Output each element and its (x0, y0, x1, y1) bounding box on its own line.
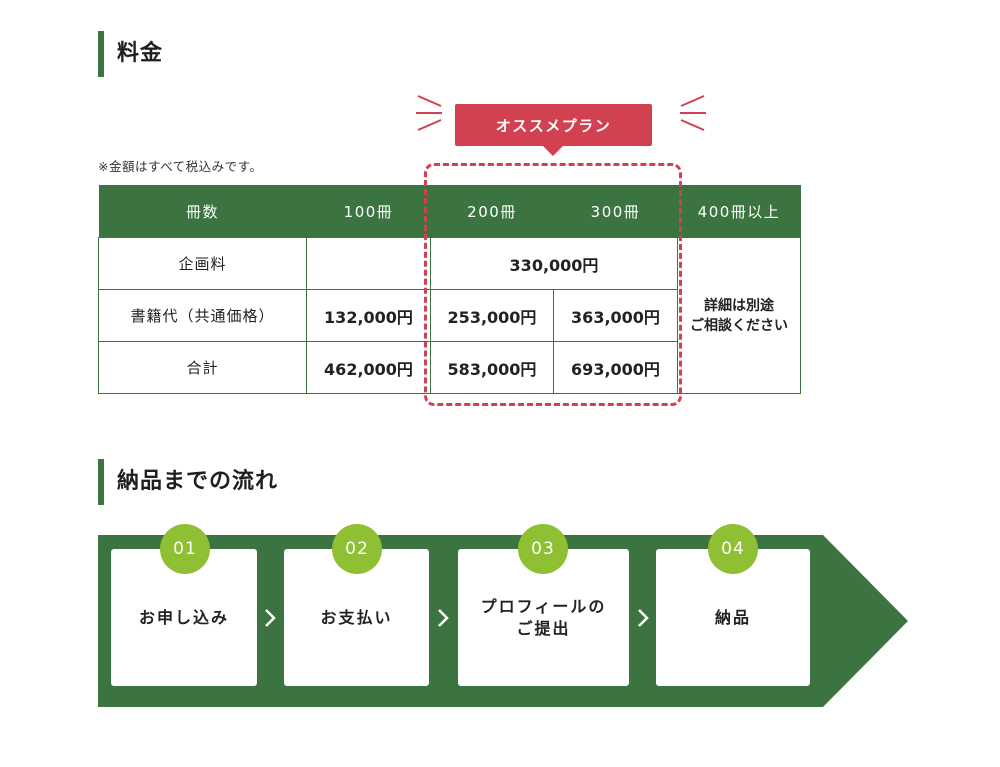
header-200: 200冊 (430, 185, 554, 238)
price-table-header-row: 冊数 100冊 200冊 300冊 400冊以上 (98, 185, 801, 238)
flow-step-2-number: 02 (332, 524, 382, 574)
chevron-right-icon (438, 609, 449, 627)
pricing-heading: 料金 (98, 31, 163, 77)
burst-lines-left-icon (416, 95, 442, 131)
planning-fee-100 (306, 237, 431, 290)
planning-fee-200-300: 330,000円 (430, 237, 678, 290)
flow-step-4-label: 納品 (714, 607, 751, 627)
flow-step-2-label: お支払い (320, 607, 393, 627)
row-label-total: 合計 (98, 341, 307, 394)
total-300: 693,000円 (553, 341, 678, 394)
tax-note: ※金額はすべて税込みです。 (98, 159, 263, 174)
table-row-book-cost: 書籍代（共通価格） 132,000円 253,000円 363,000円 (98, 289, 801, 342)
large-order-note-line1: 詳細は別途 (704, 297, 774, 314)
total-100: 462,000円 (306, 341, 431, 394)
flow-heading: 納品までの流れ (98, 459, 278, 505)
header-400-plus: 400冊以上 (677, 185, 801, 238)
recommended-plan-label: オススメプラン (495, 116, 612, 135)
burst-lines-right-icon (680, 95, 706, 131)
large-order-note: 詳細は別途 ご相談ください (677, 237, 801, 394)
chevron-right-icon (638, 609, 649, 627)
table-row-total: 合計 462,000円 583,000円 693,000円 (98, 341, 801, 394)
flow-step-3-label-line1: プロフィールの (480, 596, 607, 616)
book-cost-100: 132,000円 (306, 289, 431, 342)
total-200: 583,000円 (430, 341, 554, 394)
header-300: 300冊 (553, 185, 678, 238)
flow-step-3-label-line2: ご提出 (516, 618, 571, 638)
header-quantity: 冊数 (98, 185, 307, 238)
flow-step-4-number: 04 (708, 524, 758, 574)
flow-step-3-number: 03 (518, 524, 568, 574)
row-label-planning-fee: 企画料 (98, 237, 307, 290)
header-100: 100冊 (306, 185, 431, 238)
row-label-book-cost: 書籍代（共通価格） (98, 289, 307, 342)
table-row-planning-fee: 企画料 330,000円 詳細は別途 ご相談ください (98, 237, 801, 394)
chevron-right-icon (265, 609, 276, 627)
recommended-plan-badge: オススメプラン (455, 104, 652, 156)
price-table: 冊数 100冊 200冊 300冊 400冊以上 企画料 330,000円 詳細… (98, 185, 801, 394)
book-cost-300: 363,000円 (553, 289, 678, 342)
book-cost-200: 253,000円 (430, 289, 554, 342)
flow-step-1-number: 01 (160, 524, 210, 574)
large-order-note-line2: ご相談ください (690, 317, 788, 334)
flow-step-1-label: お申し込み (138, 607, 229, 627)
